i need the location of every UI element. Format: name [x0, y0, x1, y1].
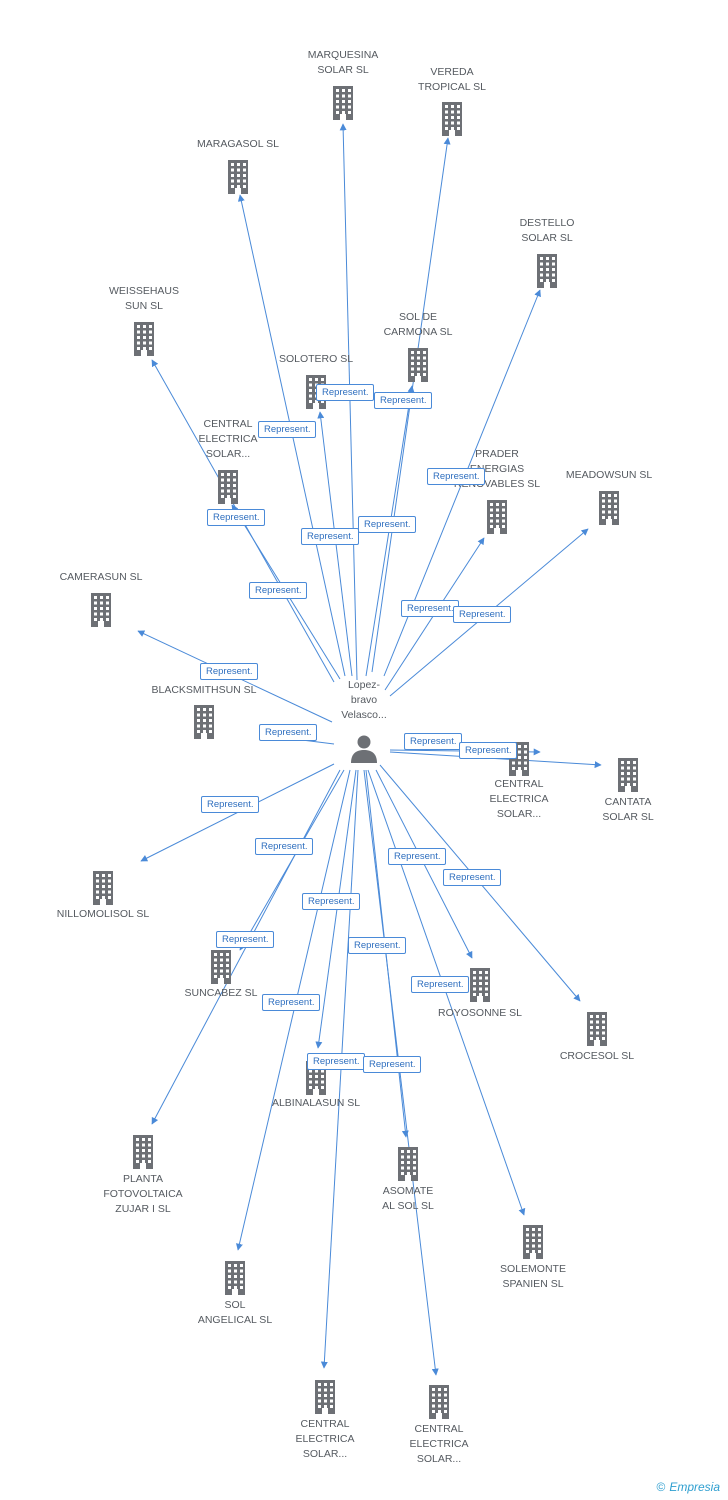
company-label-solemonte[interactable]: SOLEMONTE SPANIEN SL	[500, 1263, 566, 1290]
edge-label-royosonne[interactable]: Represent.	[388, 848, 447, 865]
edge-label-solangelical[interactable]: Represent.	[262, 994, 321, 1011]
company-label-solotero[interactable]: SOLOTERO SL	[278, 353, 354, 365]
company-label-nillomolisol[interactable]: NILLOMOLISOL SL	[56, 908, 150, 920]
edge-label-prader[interactable]: Represent.	[401, 600, 460, 617]
company-label-crocesol[interactable]: CROCESOL SL	[559, 1050, 635, 1062]
edge-label-crocesol[interactable]: Represent.	[443, 869, 502, 886]
copyright-symbol: ©	[656, 1480, 666, 1494]
building-icon[interactable]	[192, 705, 216, 744]
company-label-royosonne[interactable]: ROYOSONNE SL	[437, 1007, 523, 1019]
person-label[interactable]: Lopez- bravo Velasco...	[341, 679, 387, 721]
edge-label-cantata[interactable]: Represent.	[459, 742, 518, 759]
edge-label-soldecarmona[interactable]: Represent.	[358, 516, 417, 533]
edge-label-blacksmithsun[interactable]: Represent.	[259, 724, 318, 741]
company-label-cantata[interactable]: CANTATA SOLAR SL	[602, 796, 654, 823]
company-label-blacksmithsun[interactable]: BLACKSMITHSUN SL	[151, 684, 257, 696]
edge-marquesina	[339, 123, 358, 681]
brand-name: Empresia	[669, 1480, 720, 1494]
building-icon[interactable]	[89, 593, 113, 632]
building-icon[interactable]	[209, 950, 233, 989]
edge-label-nillomolisol[interactable]: Represent.	[201, 796, 260, 813]
edge-label-solotero[interactable]: Represent.	[301, 528, 360, 545]
company-label-central1[interactable]: CENTRAL ELECTRICA SOLAR...	[198, 418, 258, 460]
building-icon[interactable]	[521, 1225, 545, 1264]
edge-label-planta[interactable]: Represent.	[216, 931, 275, 948]
building-icon[interactable]	[131, 1135, 155, 1174]
company-label-maragasol[interactable]: MARAGASOL SL	[197, 138, 279, 150]
building-icon[interactable]	[223, 1261, 247, 1300]
building-icon[interactable]	[585, 1012, 609, 1051]
company-label-central4[interactable]: CENTRAL ELECTRICA SOLAR...	[409, 1423, 469, 1465]
edge-label-asomate[interactable]: Represent.	[348, 937, 407, 954]
company-label-marquesina[interactable]: MARQUESINA SOLAR SL	[307, 49, 379, 76]
building-icon[interactable]	[535, 254, 559, 293]
building-icon[interactable]	[132, 322, 156, 361]
company-label-solangelical[interactable]: SOL ANGELICAL SL	[197, 1299, 273, 1326]
building-icon[interactable]	[468, 968, 492, 1007]
company-label-camerasun[interactable]: CAMERASUN SL	[59, 571, 143, 583]
footer-brand[interactable]: ©Empresia	[656, 1480, 720, 1494]
person-icon[interactable]	[349, 733, 379, 768]
company-label-soldecarmona[interactable]: SOL DE CARMONA SL	[383, 311, 453, 338]
building-icon[interactable]	[216, 470, 240, 509]
edge-label-albinalasun[interactable]: Represent.	[302, 893, 361, 910]
building-icon[interactable]	[485, 500, 509, 539]
edge-label-central1[interactable]: Represent.	[249, 582, 308, 599]
building-icon[interactable]	[396, 1147, 420, 1186]
building-icon[interactable]	[331, 86, 355, 125]
company-label-planta[interactable]: PLANTA FOTOVOLTAICA ZUJAR I SL	[103, 1173, 183, 1215]
edge-label-camerasun[interactable]: Represent.	[200, 663, 259, 680]
edge-label-destello[interactable]: Represent.	[427, 468, 486, 485]
edge-label-suncabez[interactable]: Represent.	[255, 838, 314, 855]
company-label-central3[interactable]: CENTRAL ELECTRICA SOLAR...	[295, 1418, 355, 1460]
company-label-albinalasun[interactable]: ALBINALASUN SL	[271, 1097, 361, 1109]
building-icon[interactable]	[313, 1380, 337, 1419]
edge-label-solemonte[interactable]: Represent.	[411, 976, 470, 993]
edge-label-vereda[interactable]: Represent.	[374, 392, 433, 409]
edge-label-meadowsun[interactable]: Represent.	[453, 606, 512, 623]
building-icon[interactable]	[616, 758, 640, 797]
company-label-asomate[interactable]: ASOMATE AL SOL SL	[382, 1185, 434, 1212]
edge-label-marquesina[interactable]: Represent.	[316, 384, 375, 401]
company-label-central2[interactable]: CENTRAL ELECTRICA SOLAR...	[489, 778, 549, 820]
edge-label-central3[interactable]: Represent.	[307, 1053, 366, 1070]
edge-label-central4[interactable]: Represent.	[363, 1056, 422, 1073]
building-icon[interactable]	[226, 160, 250, 199]
building-icon[interactable]	[427, 1385, 451, 1424]
building-icon[interactable]	[440, 102, 464, 141]
company-label-destello[interactable]: DESTELLO SOLAR SL	[519, 217, 575, 244]
building-icon[interactable]	[597, 491, 621, 530]
company-label-meadowsun[interactable]: MEADOWSUN SL	[565, 469, 653, 481]
edge-label-weissehaus[interactable]: Represent.	[207, 509, 266, 526]
edge-label-maragasol[interactable]: Represent.	[258, 421, 317, 438]
company-label-suncabez[interactable]: SUNCABEZ SL	[184, 987, 258, 999]
company-label-vereda[interactable]: VEREDA TROPICAL SL	[418, 66, 486, 93]
building-icon[interactable]	[406, 348, 430, 387]
edge-label-central2[interactable]: Represent.	[404, 733, 463, 750]
company-label-weissehaus[interactable]: WEISSEHAUS SUN SL	[108, 285, 179, 312]
building-icon[interactable]	[91, 871, 115, 910]
